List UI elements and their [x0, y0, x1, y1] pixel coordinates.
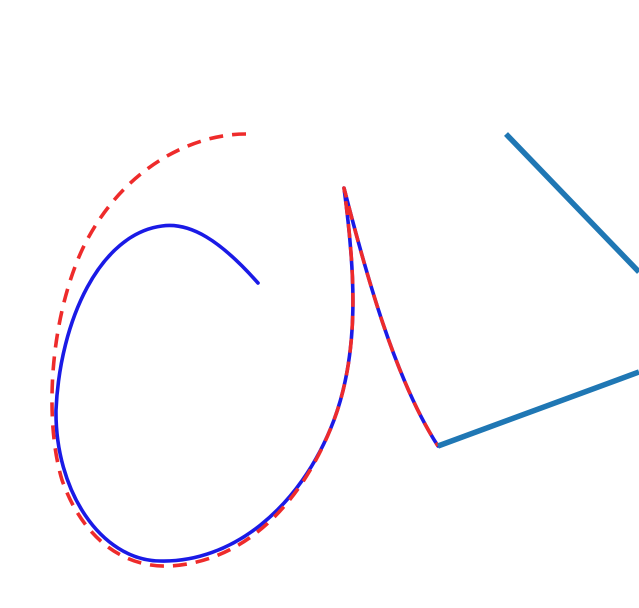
dashed-red-curve — [50, 132, 440, 568]
steelblue-polyline-lower — [437, 369, 639, 449]
solid-blue-curve — [54, 186, 440, 563]
steelblue-polyline — [504, 132, 639, 274]
